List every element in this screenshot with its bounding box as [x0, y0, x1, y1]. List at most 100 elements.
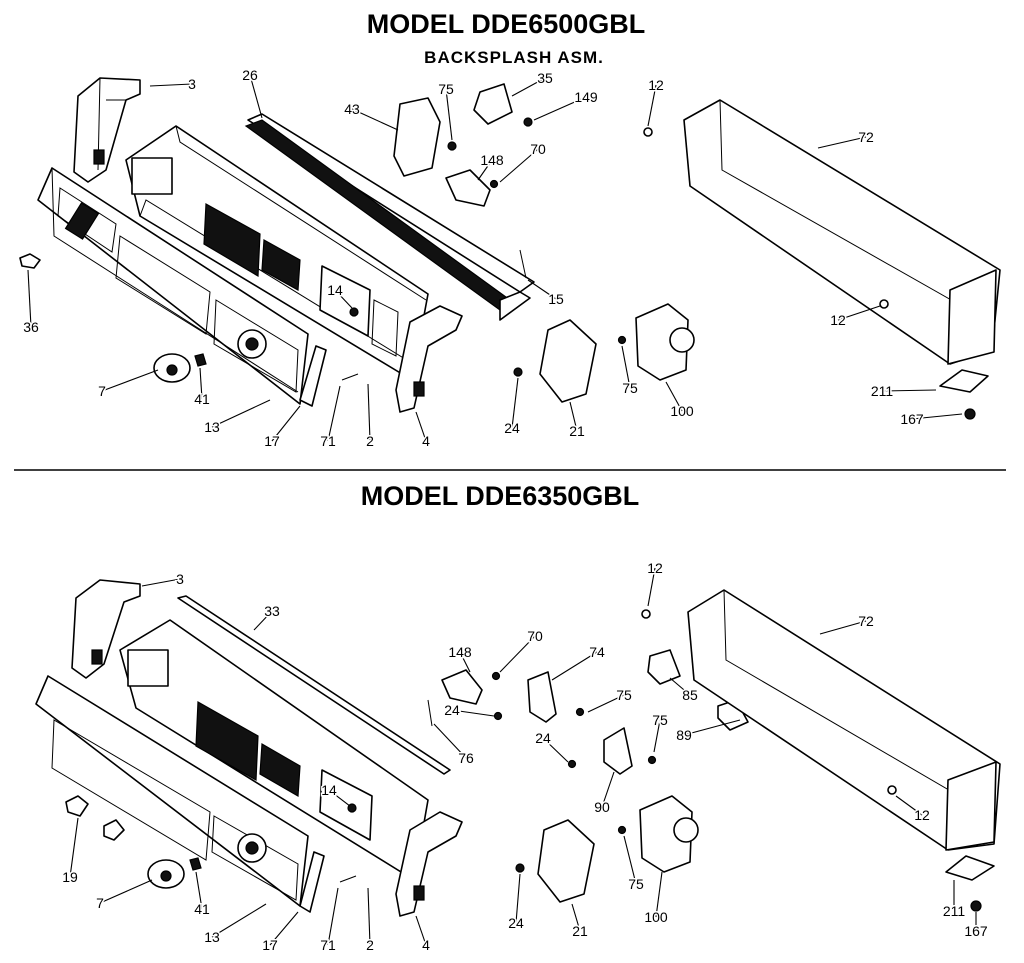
leader-line [195, 871, 203, 910]
part-callout-90: 90 [594, 799, 610, 815]
part-callout-21: 21 [572, 923, 588, 939]
part-callout-75: 75 [438, 81, 454, 97]
part-24-screw-c [567, 759, 577, 769]
leader-line [69, 817, 79, 878]
part-callout-148: 148 [448, 644, 472, 660]
leader-line [569, 401, 578, 432]
leader-line [211, 399, 271, 428]
part-callout-100: 100 [670, 403, 694, 419]
part-36-knob [19, 253, 41, 269]
part-12-clip-b [879, 299, 889, 309]
leader-line [253, 610, 273, 631]
top-model-title: MODEL DDE6500GBL [367, 9, 646, 39]
leader-line [571, 903, 581, 932]
part-callout-71: 71 [320, 433, 336, 449]
leader-line [647, 84, 657, 127]
part-74-bracket [527, 671, 557, 723]
part-callout-211: 211 [943, 903, 966, 919]
leader-line [499, 635, 536, 673]
part-15-screw [519, 249, 527, 279]
leader-line [601, 771, 615, 808]
part-callout-24: 24 [508, 915, 524, 931]
part-callout-21: 21 [569, 423, 585, 439]
part-211-bracket-b [945, 855, 995, 881]
leader-line [533, 96, 587, 121]
part-callout-71: 71 [320, 937, 336, 953]
part-19-knob-b [103, 819, 125, 841]
part-callout-14: 14 [327, 282, 343, 298]
leader-line [99, 879, 153, 904]
part-41-clip-b [189, 857, 202, 871]
leader-line [511, 77, 546, 97]
part-19-knob-a [65, 795, 89, 817]
leader-line [451, 709, 495, 717]
part-callout-17: 17 [262, 937, 278, 953]
leader-line [669, 677, 691, 696]
part-148-bracket-b [441, 669, 483, 705]
leader-line [433, 723, 467, 759]
part-43-bracket [393, 97, 441, 177]
leader-line [499, 148, 539, 183]
part-100-timer [635, 303, 695, 381]
part-72-back-housing-b [687, 589, 1001, 851]
leader-line [665, 381, 683, 412]
part-callout-12: 12 [830, 312, 846, 328]
leader-line [367, 887, 371, 946]
part-3-end-cap [73, 77, 141, 183]
part-callout-12: 12 [648, 77, 664, 93]
leader-line [211, 903, 267, 938]
leader-line [249, 74, 263, 119]
part-callout-2: 2 [366, 937, 374, 953]
leader-line [415, 411, 427, 442]
part-85-switch [647, 649, 681, 685]
part-21-board-b [537, 819, 595, 903]
part-callout-70: 70 [527, 628, 543, 644]
part-12-clip [643, 127, 653, 137]
top-section: MODEL DDE6500GBL BACKSPLASH ASM. [19, 9, 1001, 420]
leader-line [327, 385, 341, 442]
part-21-board [539, 319, 597, 403]
leader-line [351, 108, 399, 131]
top-section-subtitle: BACKSPLASH ASM. [424, 48, 604, 67]
leader-line [587, 694, 625, 713]
part-callout-72: 72 [858, 613, 874, 629]
part-35-switch [473, 83, 513, 125]
leader-line [881, 389, 937, 392]
part-70-screw [489, 179, 499, 189]
part-callout-15: 15 [548, 291, 564, 307]
part-4-end-cap [395, 305, 463, 413]
part-callout-2: 2 [366, 433, 374, 449]
part-33-trim-strip [177, 595, 451, 775]
part-callout-4: 4 [422, 433, 430, 449]
part-3-end-cap-b [71, 579, 141, 679]
leader-line [515, 873, 521, 924]
leader-line [542, 737, 569, 763]
part-callout-72: 72 [858, 129, 874, 145]
part-callout-12: 12 [647, 560, 663, 576]
leader-line [527, 279, 557, 300]
leader-line [199, 367, 203, 400]
part-callout-75: 75 [652, 712, 668, 728]
part-callout-74: 74 [589, 644, 605, 660]
part-callout-167: 167 [964, 923, 988, 939]
leader-line [911, 413, 963, 420]
leader-line [683, 719, 741, 736]
part-callout-7: 7 [98, 383, 106, 399]
part-100-timer-b [639, 795, 699, 873]
part-13-control-panel-b [35, 675, 309, 907]
part-callout-43: 43 [344, 101, 360, 117]
bottom-section: MODEL DDE6350GBL [35, 481, 1001, 917]
part-17-bracket [299, 345, 327, 407]
leader-line [653, 719, 661, 753]
part-167-screw-b [970, 900, 982, 912]
part-24-screw-b [493, 711, 503, 721]
part-callout-4: 4 [422, 937, 430, 953]
part-callout-24: 24 [535, 730, 551, 746]
part-4-end-cap-b [395, 811, 463, 917]
bottom-model-title: MODEL DDE6350GBL [361, 481, 640, 511]
leader-line [367, 383, 371, 442]
part-callout-75: 75 [622, 380, 638, 396]
leader-line [149, 83, 193, 87]
